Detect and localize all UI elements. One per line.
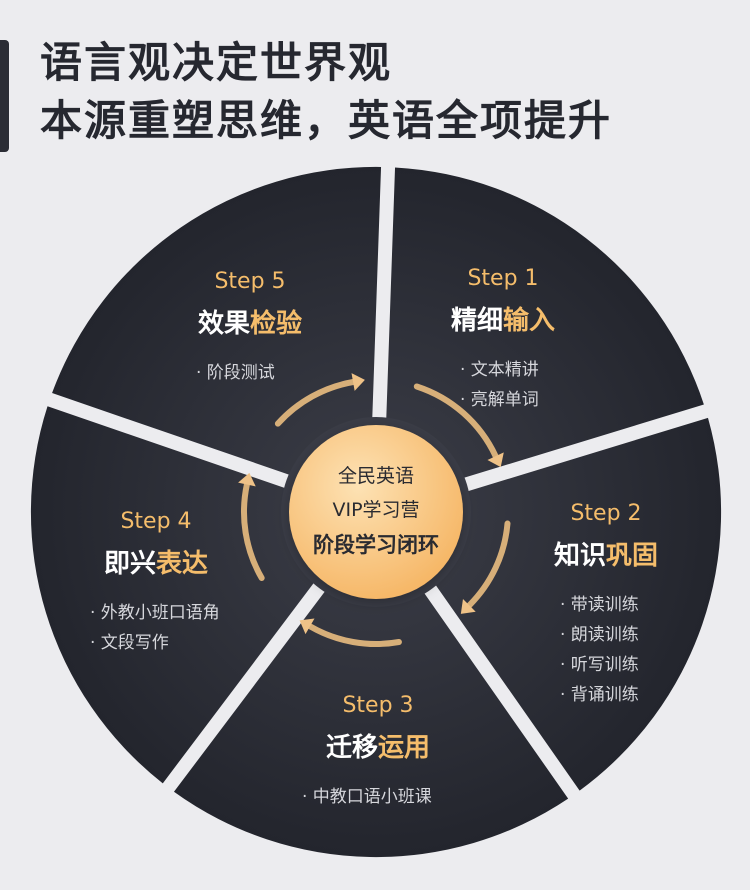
step-4-title-white: 即兴 [104, 549, 156, 579]
center-circle [289, 425, 463, 599]
page-title: 语言观决定世界观 本源重塑思维，英语全项提升 [40, 34, 612, 150]
step-3-item-1: · 中教口语小班课 [302, 787, 432, 807]
step-2-item-2: · 朗读训练 [560, 625, 639, 645]
step-4-number: Step 4 [120, 509, 191, 534]
step-2-number: Step 2 [570, 501, 641, 526]
center-text-line2: VIP学习营 [332, 499, 419, 521]
center-text-line1: 全民英语 [338, 465, 414, 487]
cycle-arrow-5 [274, 379, 357, 427]
step-5-title-white: 效果 [198, 308, 250, 339]
wheel-segment-step-3 [173, 516, 569, 858]
step-5-number: Step 5 [214, 269, 285, 294]
step-4-title-accent: 表达 [156, 549, 208, 579]
step-1-label-group: Step 1 精细输入 · 文本精讲 · 亮解单词 [451, 266, 555, 410]
wheel-segment-step-5 [52, 166, 382, 512]
step-1-item-1: · 文本精讲 [460, 360, 539, 380]
wheel-segment-step-1 [373, 167, 704, 513]
step-5-title-accent: 检验 [250, 308, 302, 339]
step-1-item-2: · 亮解单词 [460, 390, 539, 410]
step-3-title: 迁移运用 [326, 733, 430, 763]
cycle-arrow-head-4 [238, 472, 256, 487]
step-2-item-4: · 背诵训练 [560, 685, 639, 705]
step-2-title-accent: 巩固 [606, 541, 658, 571]
step-2-item-1: · 带读训练 [560, 595, 639, 615]
step-1-title: 精细输入 [451, 305, 555, 336]
cycle-arrow-2 [466, 520, 511, 609]
step-3-number: Step 3 [342, 693, 413, 718]
title-accent-bar [0, 40, 9, 152]
step-1-number: Step 1 [467, 266, 538, 291]
cycle-arrow-head-2 [460, 598, 476, 614]
step-3-title-accent: 运用 [378, 733, 430, 763]
step-2-title: 知识巩固 [554, 541, 658, 571]
step-4-title: 即兴表达 [104, 549, 208, 579]
step-5-item-1: · 阶段测试 [196, 363, 275, 383]
step-5-label-group: Step 5 效果检验 · 阶段测试 [196, 269, 302, 383]
step-5-title: 效果检验 [198, 308, 302, 339]
cycle-arrow-head-1 [487, 452, 504, 468]
step-1-title-accent: 输入 [503, 305, 555, 336]
step-4-label-group: Step 4 即兴表达 · 外教小班口语角 · 文段写作 [90, 509, 220, 653]
center-text-line3: 阶段学习闭环 [313, 533, 439, 557]
step-2-title-white: 知识 [554, 541, 606, 571]
step-3-title-white: 迁移 [326, 733, 378, 763]
step-4-item-1: · 外教小班口语角 [90, 603, 220, 623]
step-4-item-2: · 文段写作 [90, 633, 169, 653]
cycle-arrow-3 [307, 623, 402, 647]
cycle-arrow-head-5 [351, 373, 365, 391]
page-title-line2: 本源重塑思维，英语全项提升 [40, 96, 613, 145]
step-2-label-group: Step 2 知识巩固 · 带读训练 · 朗读训练 · 听写训练 · 背诵训练 [554, 501, 658, 705]
step-3-label-group: Step 3 迁移运用 · 中教口语小班课 [302, 693, 432, 807]
cycle-arrow-1 [413, 383, 499, 460]
step-2-item-3: · 听写训练 [560, 655, 639, 675]
cycle-arrow-head-3 [299, 618, 315, 635]
step-1-title-white: 精细 [451, 305, 503, 336]
page-title-line1: 语言观决定世界观 [40, 38, 393, 87]
cycle-arrow-4 [241, 481, 265, 581]
